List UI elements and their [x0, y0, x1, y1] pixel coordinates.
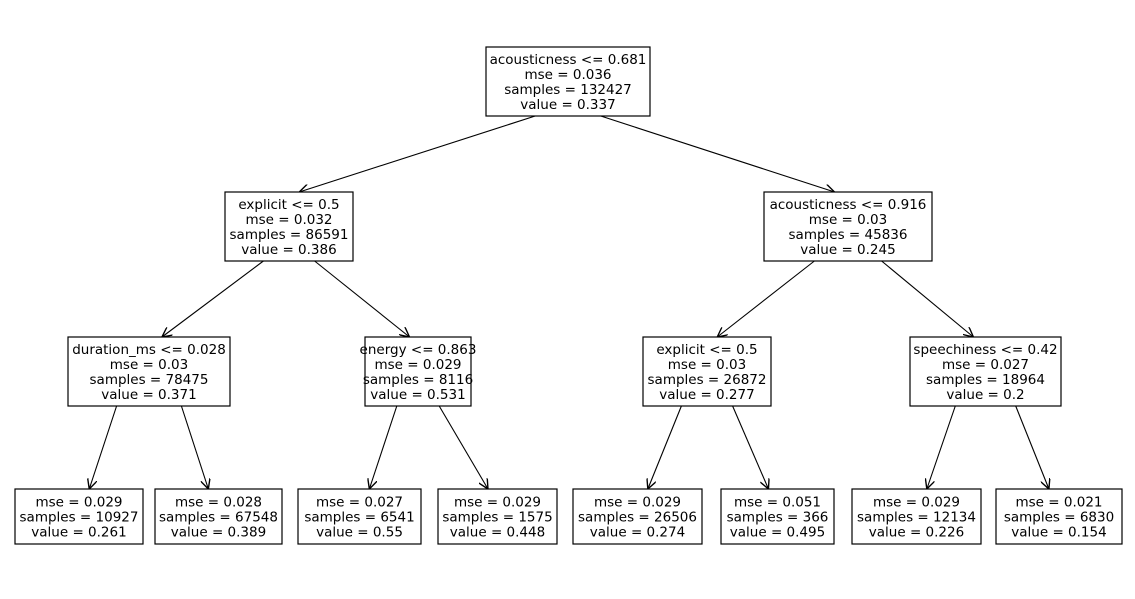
tree-node-box: [572, 488, 703, 545]
tree-node-line: mse = 0.036: [524, 67, 611, 83]
tree-node-box: [437, 488, 558, 545]
tree-node-line: samples = 366: [727, 510, 829, 526]
tree-node-line: samples = 45836: [789, 227, 908, 243]
tree-node-line: samples = 18964: [926, 372, 1045, 388]
tree-node-line: value = 0.371: [101, 387, 196, 403]
tree-node-line: value = 0.55: [316, 525, 403, 541]
tree-node-line: mse = 0.027: [942, 357, 1029, 373]
tree-node-box: [154, 488, 283, 545]
tree-node-box: [485, 46, 651, 117]
tree-node-box: [224, 191, 354, 262]
tree-node-line: mse = 0.028: [175, 495, 262, 511]
tree-edge-arrow: [717, 260, 815, 337]
tree-node-line: value = 0.274: [590, 525, 685, 541]
tree-node-line: samples = 12134: [857, 510, 976, 526]
tree-node-box: [297, 488, 422, 545]
tree-node-line: samples = 1575: [442, 510, 552, 526]
tree-node-line: value = 0.337: [520, 97, 615, 113]
tree-node-line: speechiness <= 0.42: [913, 342, 1057, 358]
tree-node-box: [642, 336, 772, 407]
tree-node-line: value = 0.495: [730, 525, 825, 541]
edges-layer: [89, 115, 1049, 489]
tree-node-line: duration_ms <= 0.028: [72, 342, 226, 358]
tree-edge-arrow: [732, 405, 769, 489]
tree-node-line: value = 0.261: [31, 525, 126, 541]
tree-node-line: value = 0.531: [370, 387, 465, 403]
tree-node-line: value = 0.448: [450, 525, 545, 541]
tree-node-line: mse = 0.029: [594, 495, 681, 511]
tree-node-line: explicit <= 0.5: [656, 342, 757, 358]
tree-node-line: value = 0.245: [800, 242, 895, 258]
tree-edge-arrow: [314, 260, 410, 337]
tree-edge-arrow: [180, 405, 208, 489]
tree-node-box: [720, 488, 835, 545]
tree-node-box: [364, 336, 472, 407]
tree-node-line: value = 0.386: [241, 242, 336, 258]
tree-node-line: mse = 0.021: [1015, 495, 1102, 511]
tree-node-line: samples = 67548: [159, 510, 278, 526]
tree-node-line: mse = 0.027: [316, 495, 403, 511]
tree-node-line: samples = 6830: [1004, 510, 1114, 526]
tree-node-box: [909, 336, 1062, 407]
tree-node-box: [995, 488, 1123, 545]
tree-edge-arrow: [648, 405, 682, 489]
tree-edge-arrow: [927, 405, 956, 489]
tree-node-line: value = 0.226: [869, 525, 964, 541]
tree-node-line: samples = 6541: [304, 510, 414, 526]
tree-edge-arrow: [89, 405, 118, 489]
tree-node-box: [67, 336, 231, 407]
tree-node-line: mse = 0.032: [245, 212, 332, 228]
tree-edge-arrow: [600, 115, 835, 192]
tree-node-line: mse = 0.03: [110, 357, 188, 373]
tree-node-line: mse = 0.03: [668, 357, 746, 373]
tree-node-line: mse = 0.029: [35, 495, 122, 511]
tree-node-line: samples = 26506: [578, 510, 697, 526]
tree-node-line: samples = 8116: [363, 372, 473, 388]
tree-node-line: acousticness <= 0.916: [770, 197, 927, 213]
tree-node-line: samples = 86591: [230, 227, 349, 243]
tree-node-box: [14, 488, 144, 545]
tree-edge-arrow: [299, 115, 536, 192]
tree-node-line: mse = 0.03: [809, 212, 887, 228]
tree-node-line: mse = 0.029: [374, 357, 461, 373]
tree-node-box: [851, 488, 982, 545]
tree-node-line: energy <= 0.863: [360, 342, 477, 358]
tree-node-line: samples = 26872: [648, 372, 767, 388]
tree-node-line: value = 0.154: [1011, 525, 1106, 541]
tree-node-line: samples = 10927: [20, 510, 139, 526]
tree-node-line: mse = 0.029: [454, 495, 541, 511]
tree-edge-arrow: [369, 405, 398, 489]
tree-edge-arrow: [162, 260, 264, 337]
tree-node-line: value = 0.389: [171, 525, 266, 541]
tree-node-line: acousticness <= 0.681: [490, 52, 647, 68]
tree-node-line: value = 0.277: [659, 387, 754, 403]
tree-node-line: value = 0.2: [946, 387, 1024, 403]
tree-edge-arrow: [881, 260, 974, 337]
tree-edge-arrow: [438, 405, 488, 489]
tree-edge-arrow: [1015, 405, 1049, 489]
tree-node-line: mse = 0.029: [873, 495, 960, 511]
tree-node-line: mse = 0.051: [734, 495, 821, 511]
tree-node-line: samples = 132427: [504, 82, 632, 98]
tree-node-line: samples = 78475: [90, 372, 209, 388]
tree-node-line: explicit <= 0.5: [238, 197, 339, 213]
tree-node-box: [763, 191, 933, 262]
